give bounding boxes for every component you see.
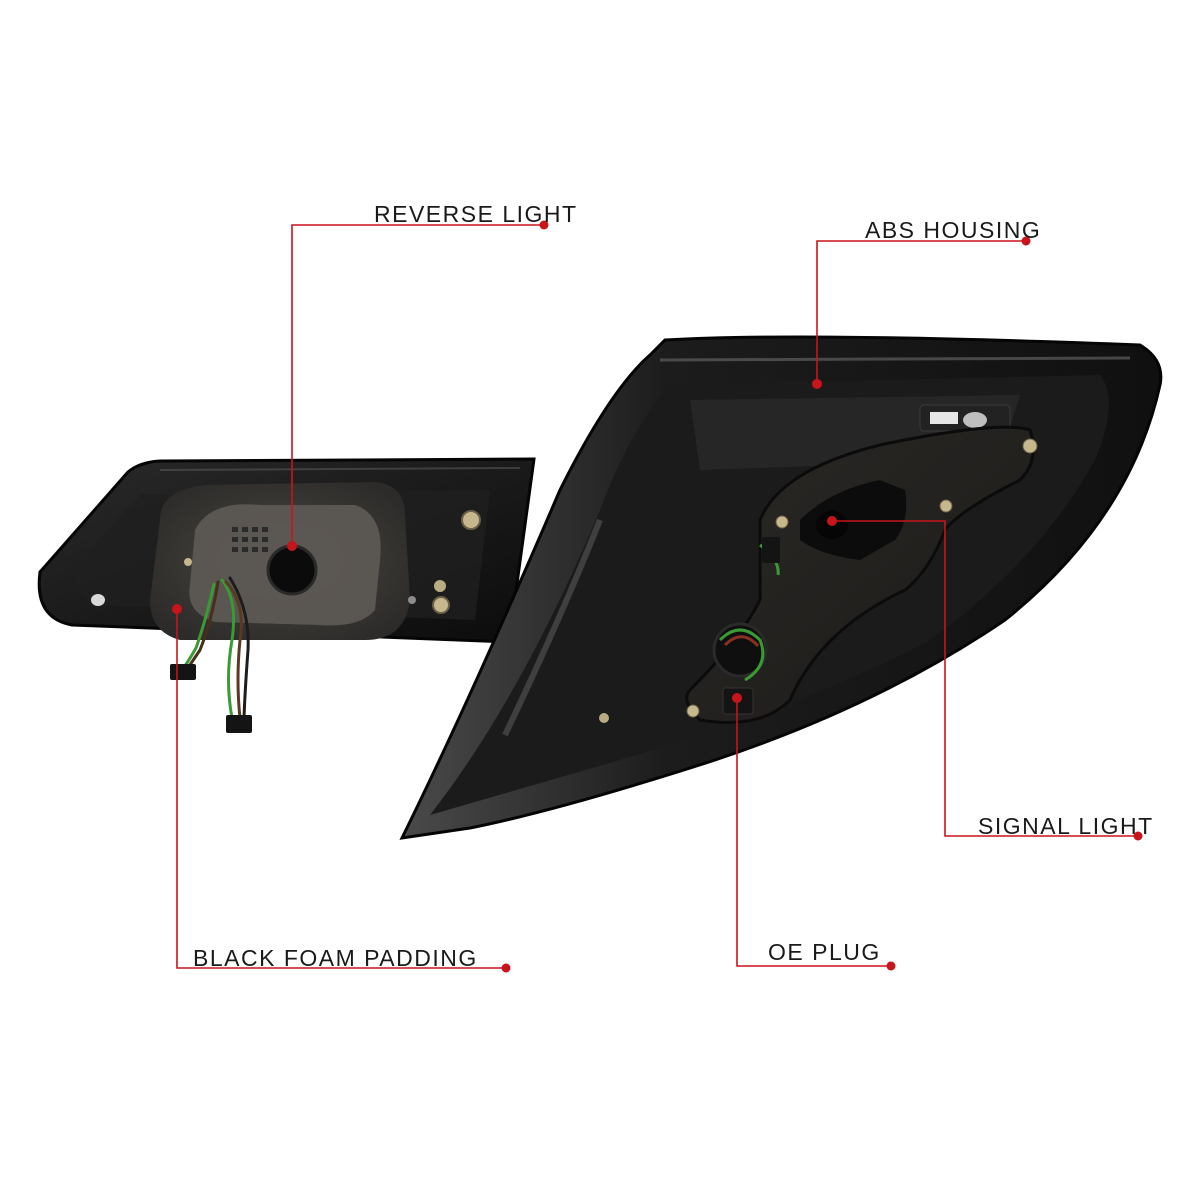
dot-oe-label bbox=[886, 961, 896, 971]
dot-abs-target bbox=[812, 379, 822, 389]
dot-foam-target bbox=[172, 604, 182, 614]
signal-light-label: SIGNAL LIGHT bbox=[978, 813, 1154, 839]
abs-housing-label: ABS HOUSING bbox=[865, 217, 1042, 243]
dot-signal-target bbox=[827, 516, 837, 526]
leader-reverse-light bbox=[291, 224, 544, 546]
leader-lines bbox=[176, 224, 1138, 969]
reverse-light-label: REVERSE LIGHT bbox=[374, 201, 578, 227]
vent-grid bbox=[232, 527, 268, 552]
outer-tail-light bbox=[399, 335, 1163, 840]
dot-foam-label bbox=[501, 963, 511, 973]
dot-signal-label bbox=[1133, 831, 1143, 841]
leader-signal-light bbox=[832, 520, 1138, 837]
dot-abs-label bbox=[1021, 236, 1031, 246]
oe-plug-label: OE PLUG bbox=[768, 939, 881, 965]
reverse-light-socket bbox=[266, 544, 318, 596]
dot-reverse-target bbox=[287, 541, 297, 551]
dot-reverse-label bbox=[539, 220, 549, 230]
leader-dots bbox=[172, 220, 1143, 973]
mounting-studs bbox=[184, 510, 481, 614]
black-foam-padding-label: BLACK FOAM PADDING bbox=[193, 945, 478, 971]
leader-foam-padding bbox=[176, 609, 506, 969]
leader-oe-plug bbox=[736, 698, 891, 967]
leader-abs-housing bbox=[816, 240, 1026, 384]
inner-tail-light bbox=[37, 457, 536, 733]
dot-oe-target bbox=[732, 693, 742, 703]
plate-studs bbox=[599, 438, 1038, 723]
